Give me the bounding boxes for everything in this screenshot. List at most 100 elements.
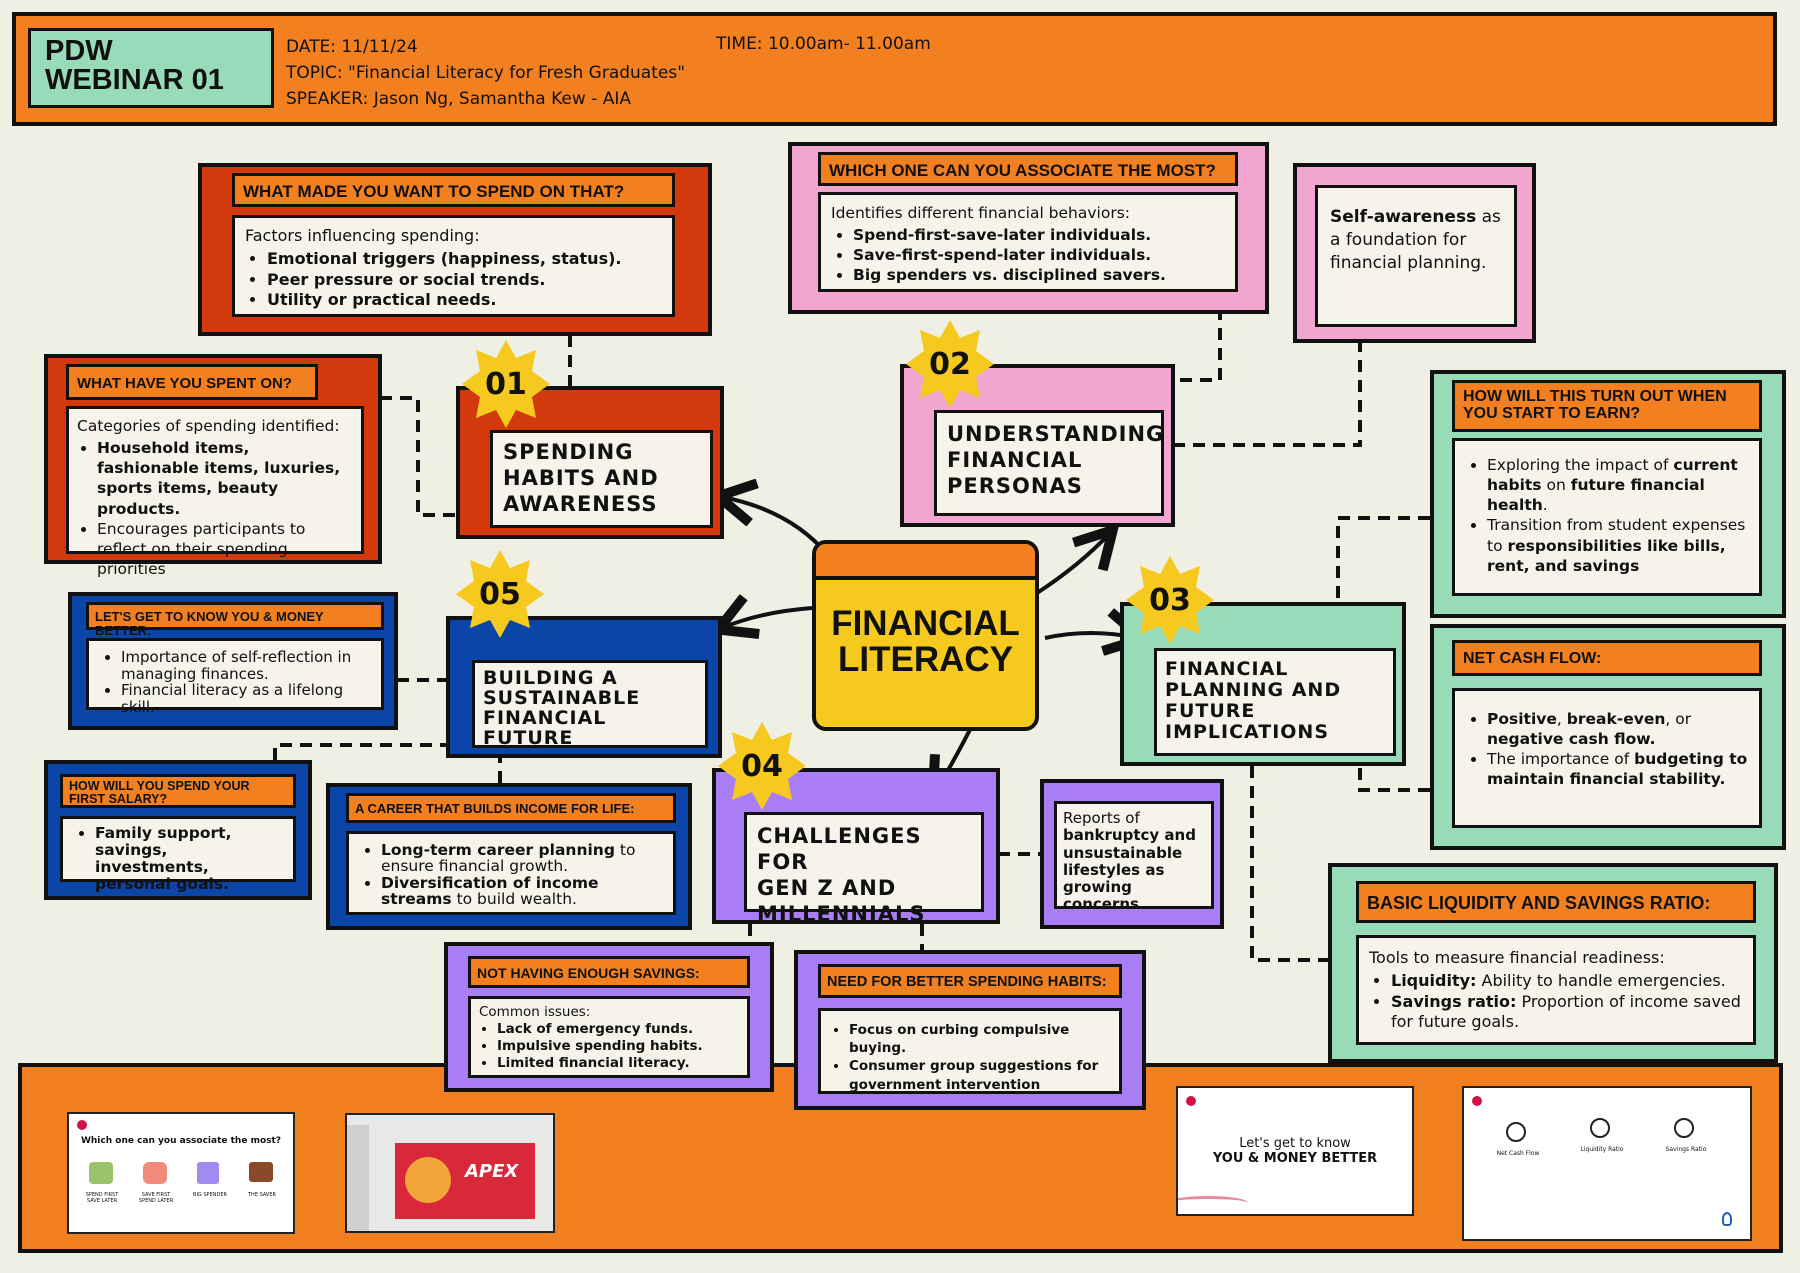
savings-intro: Common issues:	[479, 1004, 591, 1020]
text: Proportion of income saved for future go…	[1391, 991, 1741, 1032]
thumb1-icons: SPEND FIRST SAVE LATER SAVE FIRST SPEND …	[83, 1158, 283, 1228]
thumb3-text: Let's get to know YOU & MONEY BETTER	[1178, 1136, 1412, 1166]
liquidity-intro: Tools to measure financial readiness:	[1369, 948, 1665, 967]
know-money-list: Importance of self-reflection in managin…	[99, 649, 371, 715]
header-topic: TOPIC: "Financial Literacy for Fresh Gra…	[286, 63, 686, 83]
starburst-icon	[906, 320, 994, 408]
box-savings: NOT HAVING ENOUGH SAVINGS: Common issues…	[444, 942, 774, 1092]
thumb4-label: Savings Ratio	[1665, 1146, 1707, 1153]
list-item: Liquidity: Ability to handle emergencies…	[1391, 971, 1743, 992]
box-spend-on-that: WHAT MADE YOU WANT TO SPEND ON THAT? Fac…	[198, 163, 712, 336]
associate-list: Spend-first-save-later individuals. Save…	[831, 225, 1225, 285]
list-item: Lack of emergency funds.	[497, 1021, 739, 1038]
spent-on-list: Household items, fashionable items, luxu…	[77, 438, 353, 579]
text-bold: future financial health	[1487, 476, 1705, 515]
text: to build wealth.	[451, 889, 577, 908]
dash-02-right	[1175, 340, 1362, 447]
box-turn-out: HOW WILL THIS TURN OUT WHEN YOU START TO…	[1430, 370, 1786, 618]
text: Ability to handle emergencies.	[1476, 970, 1726, 990]
dash-03-right	[1358, 766, 1430, 792]
list-item: Importance of self-reflection in managin…	[121, 649, 371, 682]
box-career-header: A CAREER THAT BUILDS INCOME FOR LIFE:	[346, 793, 676, 823]
list-item: Impulsive spending habits.	[497, 1038, 739, 1055]
list-item: Financial literacy as a lifelong skill.	[121, 682, 371, 715]
box-liquidity: BASIC LIQUIDITY AND SAVINGS RATIO: Tools…	[1328, 863, 1778, 1063]
dash-02-top	[1175, 308, 1222, 382]
topic-05-card: BUILDING A SUSTAINABLE FINANCIAL FUTURE	[446, 616, 722, 758]
starburst-icon	[718, 722, 806, 810]
apex-brand: APEX	[465, 1161, 519, 1182]
title-line: FINANCIAL	[483, 707, 607, 729]
career-list: Long-term career planning to ensure fina…	[359, 842, 663, 907]
box-spend-on-that-header: WHAT MADE YOU WANT TO SPEND ON THAT?	[232, 173, 675, 207]
title-line: SPENDING	[503, 440, 634, 464]
title-line: AWARENESS	[503, 492, 658, 516]
box-savings-body: Common issues: Lack of emergency funds. …	[468, 996, 750, 1078]
box-net-cash: NET CASH FLOW: Positive, break-even, or …	[1430, 624, 1786, 850]
center-title: FINANCIAL LITERACY	[816, 606, 1035, 678]
bankruptcy-bold: bankruptcy and unsustainable lifestyles …	[1063, 826, 1196, 914]
topic-05-title: BUILDING A SUSTAINABLE FINANCIAL FUTURE	[472, 660, 708, 748]
badge-line1: PDW	[45, 35, 113, 67]
title-line: UNDERSTANDING	[947, 422, 1165, 446]
list-item: Exploring the impact of current habits o…	[1487, 455, 1749, 515]
title-line: CHALLENGES FOR	[757, 824, 922, 874]
header-date: DATE: 11/11/24	[286, 37, 418, 57]
topic-01-number-badge: 01	[460, 338, 552, 430]
text: The importance of	[1487, 750, 1635, 769]
box-know-money-body: Importance of self-reflection in managin…	[86, 638, 384, 715]
box-liquidity-body: Tools to measure financial readiness: Li…	[1356, 935, 1756, 1045]
thumb4-label: Liquidity Ratio	[1580, 1146, 1624, 1153]
text: .	[1542, 496, 1548, 515]
slide-thumbnail-associate: Which one can you associate the most? SP…	[67, 1112, 295, 1234]
title-line: IMPLICATIONS	[1165, 721, 1330, 743]
box-net-cash-body: Positive, break-even, or negative cash f…	[1452, 688, 1762, 828]
topic-number: 01	[485, 366, 527, 402]
list-item: Family support, savings, investments, pe…	[95, 824, 283, 893]
list-item: Savings ratio: Proportion of income save…	[1391, 992, 1743, 1034]
text-bold: Long-term career planning	[381, 841, 615, 859]
title-line: GEN Z AND	[757, 876, 897, 900]
thumb3-line1: Let's get to know	[1239, 1136, 1351, 1151]
dash-01-left	[380, 396, 456, 517]
box-spent-on: WHAT HAVE YOU SPENT ON? Categories of sp…	[44, 354, 382, 578]
box-first-salary: HOW WILL YOU SPEND YOUR FIRST SALARY? Fa…	[44, 760, 312, 900]
title-line: PERSONAS	[947, 474, 1083, 498]
aia-logo	[1186, 1096, 1196, 1106]
associate-intro: Identifies different financial behaviors…	[831, 204, 1131, 222]
thumb3-line2: YOU & MONEY BETTER	[1212, 1151, 1378, 1166]
text: on	[1541, 476, 1571, 495]
text-bold: budgeting to maintain financial stabilit…	[1487, 750, 1748, 789]
arrow-to-01	[722, 497, 830, 557]
topic-04-number-badge: 04	[716, 720, 808, 812]
center-folder-tab	[816, 544, 1035, 580]
box-better-habits: NEED FOR BETTER SPENDING HABITS: Focus o…	[794, 950, 1146, 1110]
box-better-habits-body: Focus on curbing compulsive buying. Cons…	[818, 1008, 1122, 1094]
first-salary-list: Family support, savings, investments, pe…	[73, 824, 283, 893]
header-speaker: SPEAKER: Jason Ng, Samantha Kew - AIA	[286, 89, 632, 109]
title-line: PLANNING AND	[1165, 679, 1342, 701]
topic-number: 05	[479, 576, 521, 612]
item-text: Encourages participants to reflect on th…	[97, 519, 306, 578]
box-spend-on-that-body: Factors influencing spending: Emotional …	[232, 215, 675, 317]
list-item: Utility or practical needs.	[267, 290, 662, 311]
list-item: The importance of budgeting to maintain …	[1487, 749, 1749, 789]
cashflow-icon	[1506, 1122, 1526, 1142]
title-line: FUTURE	[483, 727, 574, 749]
topic-number: 03	[1149, 582, 1191, 618]
list-item: Spend-first-save-later individuals.	[853, 225, 1225, 245]
box-self-awareness: Self-awareness as a foundation for finan…	[1293, 163, 1536, 343]
header-bar: PDW WEBINAR 01 DATE: 11/11/24 TOPIC: "Fi…	[12, 12, 1777, 126]
bankruptcy-text: Reports of	[1063, 809, 1140, 827]
arrow-to-05	[722, 608, 813, 628]
list-item: Long-term career planning to ensure fina…	[381, 842, 663, 875]
wallet-icon	[89, 1162, 113, 1184]
box-associate: WHICH ONE CAN YOU ASSOCIATE THE MOST? Id…	[788, 142, 1269, 314]
box-self-awareness-body: Self-awareness as a foundation for finan…	[1315, 185, 1517, 327]
starburst-icon	[456, 550, 544, 638]
box-spent-on-body: Categories of spending identified: House…	[66, 406, 364, 578]
topic-number: 04	[741, 748, 783, 784]
list-item: Encourages participants to reflect on th…	[97, 519, 353, 579]
text-bold: Savings ratio:	[1391, 991, 1517, 1011]
